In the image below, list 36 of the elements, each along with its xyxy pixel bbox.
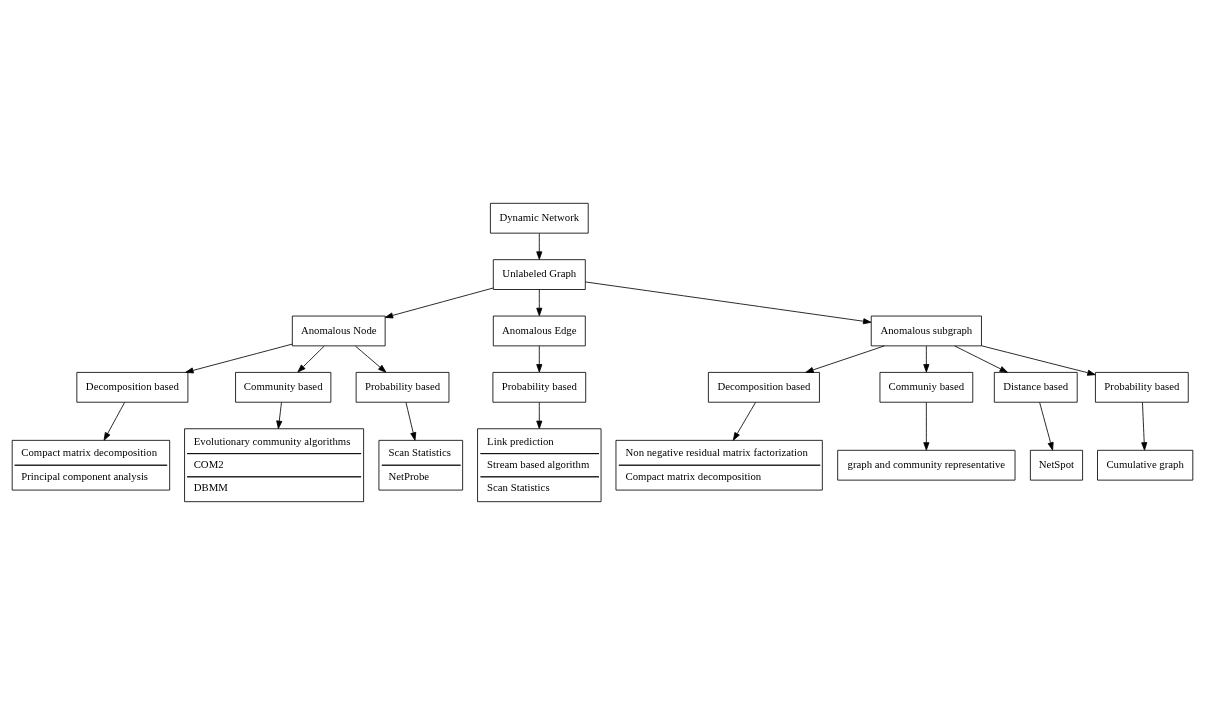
node-box: graph and community representative bbox=[837, 449, 1016, 481]
arrow bbox=[923, 401, 930, 451]
node-box: Anomalous Edge bbox=[492, 315, 586, 346]
arrow bbox=[981, 344, 1096, 376]
node-box: Dynamic Network bbox=[490, 202, 589, 234]
arrow bbox=[805, 345, 885, 373]
arrow bbox=[1141, 401, 1148, 451]
arrow bbox=[536, 345, 543, 372]
arrow bbox=[297, 345, 325, 372]
node-box: Cumulative graph bbox=[1097, 449, 1194, 481]
arrow bbox=[585, 281, 872, 324]
node-box: Decomposition based bbox=[707, 371, 820, 403]
node-box: Anomalous subgraph bbox=[870, 315, 982, 346]
arrow bbox=[536, 401, 543, 429]
node-box: Unlabeled Graph bbox=[492, 258, 586, 290]
arrow bbox=[276, 401, 283, 429]
arrow bbox=[103, 401, 125, 441]
node-box: Distance based bbox=[993, 371, 1078, 403]
node-box: Community based bbox=[235, 371, 332, 403]
node-box: Probability based bbox=[492, 371, 587, 403]
node-box: Probability based bbox=[1095, 371, 1189, 403]
arrow bbox=[1039, 401, 1054, 451]
arrow bbox=[405, 401, 417, 441]
node-box: Communiy based bbox=[879, 371, 974, 403]
node-box: Probability based bbox=[355, 371, 450, 403]
arrow bbox=[384, 287, 494, 318]
node-box: Decomposition based bbox=[76, 371, 189, 403]
arrow bbox=[355, 345, 387, 373]
node-box: NetSpot bbox=[1029, 449, 1083, 481]
arrow bbox=[923, 345, 930, 372]
node-box: Anomalous Node bbox=[291, 315, 386, 346]
arrow bbox=[954, 345, 1008, 373]
arrow bbox=[536, 232, 543, 260]
arrow bbox=[732, 401, 756, 441]
arrow bbox=[185, 343, 293, 373]
arrow bbox=[536, 288, 543, 316]
